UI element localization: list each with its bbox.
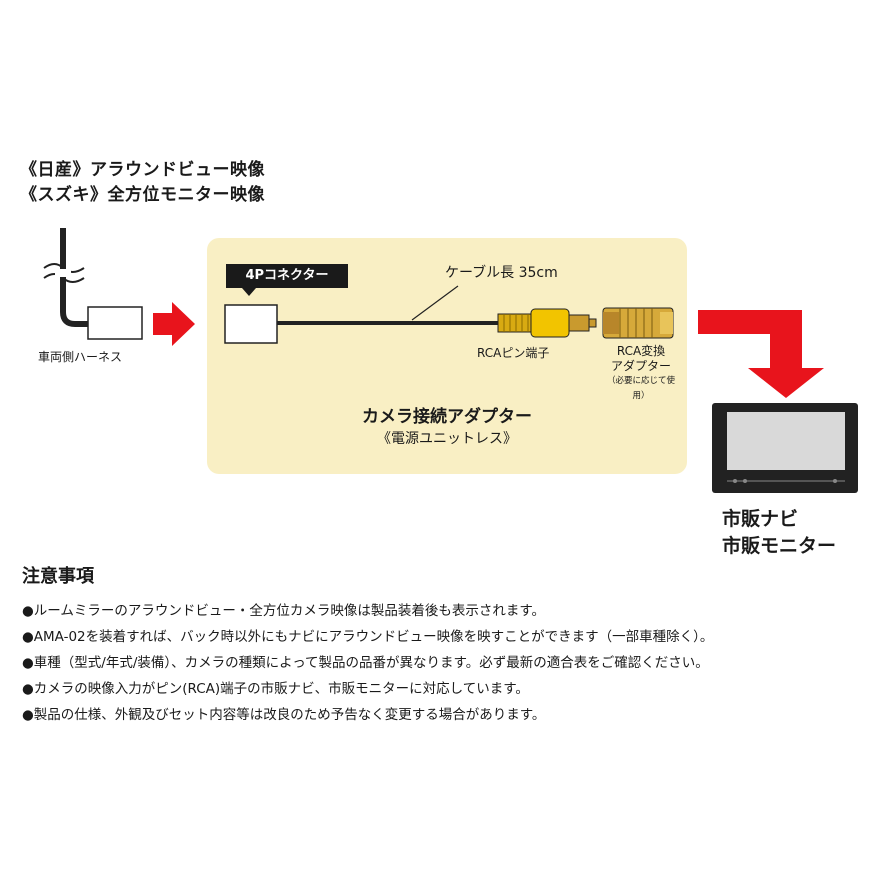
rca-adapter-label: RCA変換 アダプター （必要に応じて使用） (601, 344, 681, 404)
harness-label: 車両側ハーネス (38, 350, 123, 364)
note-item: ●AMA-02を装着すれば、バック時以外にもナビにアラウンドビュー映像を映すこと… (22, 629, 714, 645)
monitor-screen (727, 412, 845, 470)
rca-adapter-note: （必要に応じて使用） (606, 376, 675, 401)
harness-cable (60, 228, 90, 327)
monitor-label: 市販ナビ 市販モニター (722, 506, 836, 560)
rca-pin-label: RCAピン端子 (477, 346, 550, 360)
cable-length-label: ケーブル長 35cm (445, 265, 558, 281)
notes-title: 注意事項 (22, 566, 94, 587)
rca-plug-tip (568, 314, 590, 332)
harness-break-mark (43, 263, 85, 273)
note-item: ●製品の仕様、外観及びセット内容等は改良のため予告なく変更する場合があります。 (22, 707, 546, 723)
source-line-nissan: 《日産》アラウンドビュー映像 (20, 160, 265, 180)
harness-break-mark (43, 273, 85, 283)
product-name: カメラ接続アダプター (362, 407, 532, 427)
arrow-right-icon (153, 302, 195, 346)
note-item: ●ルームミラーのアラウンドビュー・全方位カメラ映像は製品装着後も表示されます。 (22, 603, 546, 619)
monitor-label-monitor: 市販モニター (722, 535, 837, 557)
connector-label-pointer (242, 288, 256, 296)
cable-length-leader (411, 285, 459, 321)
source-line-suzuki: 《スズキ》全方位モニター映像 (20, 185, 265, 205)
note-item: ●カメラの映像入力がピン(RCA)端子の市販ナビ、市販モニターに対応しています。 (22, 681, 529, 697)
product-subtitle: 《電源ユニットレス》 (377, 431, 517, 447)
rca-plug-body (530, 308, 570, 338)
harness-connector (87, 306, 143, 340)
notes-list: ●ルームミラーのアラウンドビュー・全方位カメラ映像は製品装着後も表示されます。 … (22, 598, 713, 728)
adapter-4p-connector (224, 304, 278, 344)
note-item: ●車種（型式/年式/装備）、カメラの種類によって製品の品番が異なります。必ず最新… (22, 655, 709, 671)
source-title: 《日産》アラウンドビュー映像 《スズキ》全方位モニター映像 (20, 158, 265, 208)
monitor-label-navi: 市販ナビ (722, 508, 799, 530)
arrow-down-icon (698, 310, 824, 398)
rca-adapter-label-line2: アダプター (610, 359, 671, 373)
rca-plug-ribs (497, 313, 533, 333)
rca-adapter-label-line1: RCA変換 (616, 344, 666, 358)
harness-break-gap (55, 269, 71, 277)
connector-label: 4Pコネクター (226, 264, 348, 288)
